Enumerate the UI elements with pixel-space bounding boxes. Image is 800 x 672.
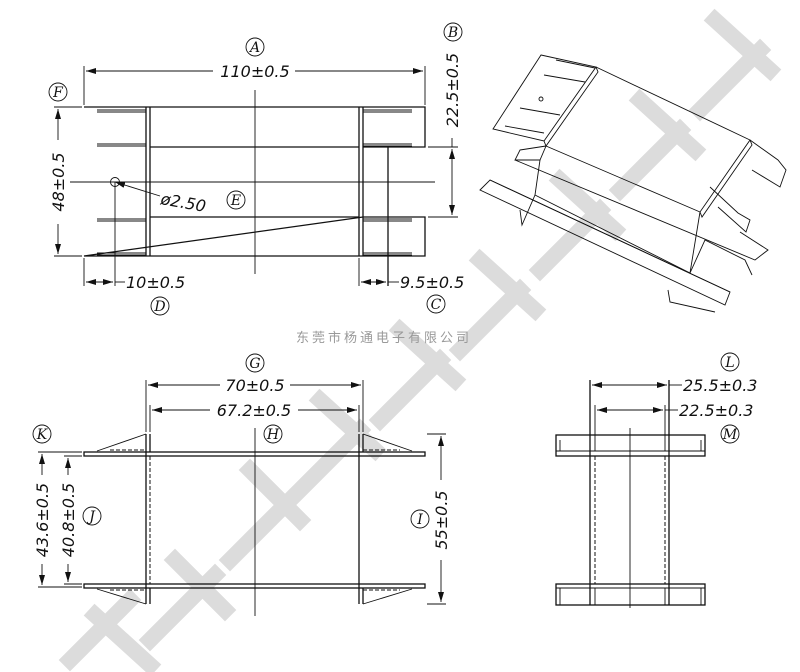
dim-side-outer: 25.5±0.3 (683, 376, 757, 395)
dim-outer-width: 70±0.5 (225, 376, 284, 395)
label-l: L (724, 355, 734, 371)
label-d: D (153, 299, 165, 315)
label-k: K (36, 427, 49, 443)
side-view: 25.5±0.3 L 22.5±0.3 M (555, 352, 757, 608)
label-j: J (86, 509, 96, 525)
dim-total-height: 55±0.5 (432, 490, 451, 549)
dim-right-offset: 9.5±0.5 (400, 273, 464, 292)
watermark-large-picture (58, 8, 782, 672)
label-c: C (431, 297, 442, 313)
dim-side-inner: 22.5±0.3 (679, 401, 753, 420)
dim-hole: ø2.50 (158, 189, 207, 216)
label-m: M (722, 427, 738, 443)
isometric-view (479, 54, 787, 313)
dim-hole-offset: 10±0.5 (126, 273, 185, 292)
top-view: 110±0.5 A 48±0.5 F 22.5±0.5 B ø2.50 E 10… (48, 22, 464, 316)
dim-height-outer: 43.6±0.5 (33, 483, 52, 557)
front-view: 70±0.5 G 67.2±0.5 H K 43.6±0.5 40.8±0.5 … (32, 353, 451, 616)
label-a: A (248, 40, 260, 56)
dim-inner-width: 67.2±0.5 (217, 401, 291, 420)
label-e: E (230, 193, 241, 209)
dim-slot: 22.5±0.5 (443, 53, 462, 127)
dim-width: 48±0.5 (49, 152, 68, 211)
label-i: I (416, 512, 423, 528)
dim-length: 110±0.5 (220, 62, 289, 81)
label-h: H (266, 427, 280, 443)
label-b: B (447, 25, 458, 41)
watermark-small: 东莞市杨通电子有限公司 (296, 330, 472, 346)
label-g: G (249, 356, 260, 372)
dim-height-inner: 40.8±0.5 (59, 483, 78, 557)
watermark: 东莞市杨通电子有限公司 (58, 8, 782, 672)
label-f: F (52, 85, 64, 101)
